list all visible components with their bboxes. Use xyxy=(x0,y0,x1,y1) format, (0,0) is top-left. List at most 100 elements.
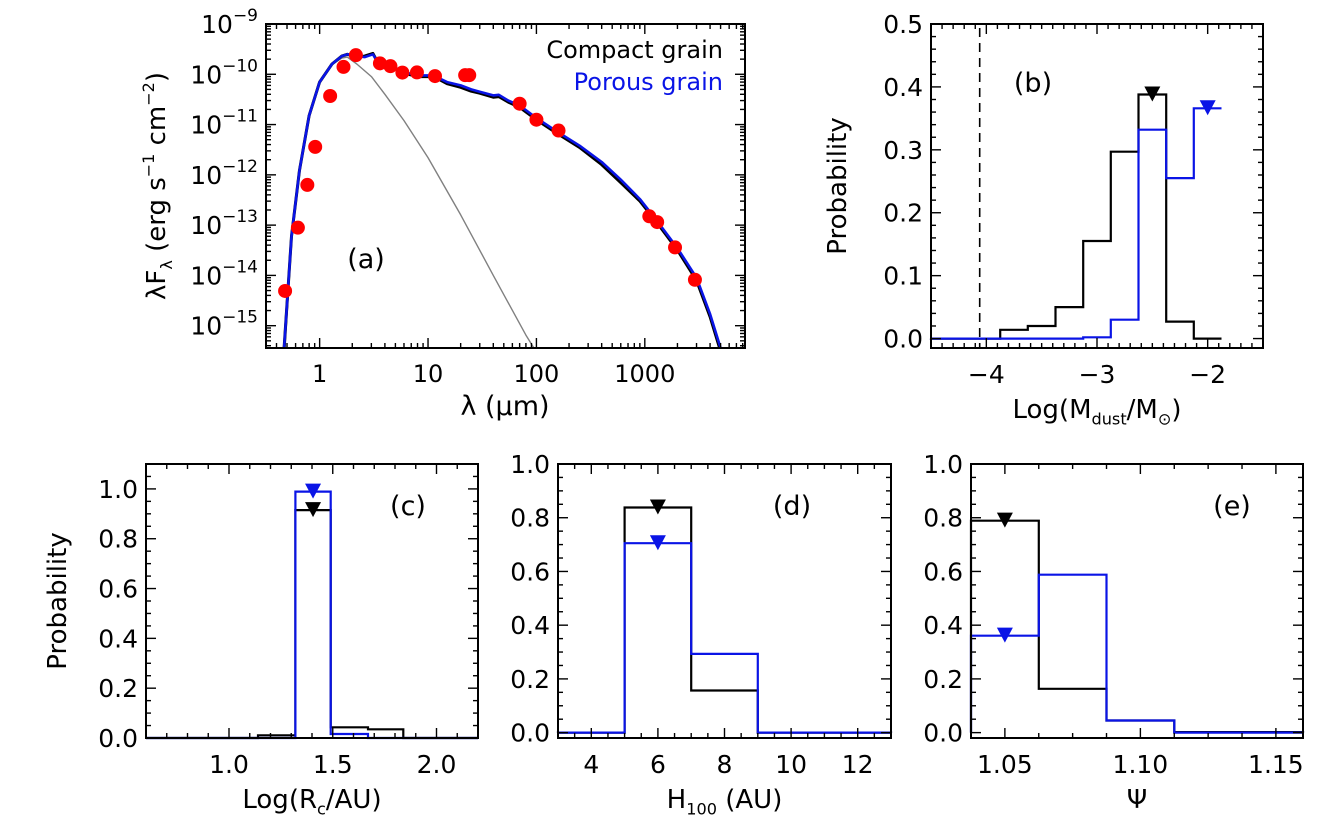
x-tick-label: 1.5 xyxy=(313,750,353,779)
x-tick-label: 6 xyxy=(650,750,666,779)
x-tick-label: 10 xyxy=(775,750,807,779)
legend-entry: Compact grain xyxy=(546,36,723,64)
x-tick-label: 100 xyxy=(514,360,560,388)
y-tick-label: 10−12 xyxy=(190,157,258,190)
panel-label: (b) xyxy=(1014,68,1052,99)
y-axis-label: Probability xyxy=(43,532,73,669)
observed-flux-point xyxy=(308,139,323,154)
y-tick-label: 10−13 xyxy=(190,207,258,240)
y-tick-label: 0.4 xyxy=(510,611,550,640)
x-tick-label: 1.10 xyxy=(1113,750,1169,779)
x-tick-label: 8 xyxy=(717,750,733,779)
best-fit-marker-icon xyxy=(996,512,1013,528)
observed-flux-point xyxy=(348,48,363,63)
y-tick-label: 1.0 xyxy=(510,450,550,479)
histogram-porous-grain xyxy=(146,490,478,740)
y-tick-label: 1.0 xyxy=(98,475,138,504)
y-tick-label: 10−11 xyxy=(190,107,258,140)
observed-flux-point xyxy=(323,88,338,103)
panel-label: (a) xyxy=(347,244,385,275)
x-axis-label: Ψ xyxy=(1127,785,1147,815)
y-tick-label: 0.2 xyxy=(923,665,963,694)
histogram-porous-grain xyxy=(969,573,1305,734)
histogram-porous-grain xyxy=(929,107,1222,340)
y-tick-label: 0.4 xyxy=(98,624,138,653)
sed-model-curve-porous-grain xyxy=(282,52,722,348)
y-tick-label: 0.6 xyxy=(98,575,138,604)
best-fit-marker-icon xyxy=(305,483,322,499)
observed-flux-point xyxy=(529,112,544,127)
observed-flux-point xyxy=(395,65,410,80)
x-tick-label: 4 xyxy=(583,750,599,779)
y-tick-label: 0.0 xyxy=(510,719,550,748)
x-tick-label: 2.0 xyxy=(417,750,457,779)
y-tick-label: 0.0 xyxy=(923,719,963,748)
observed-flux-point xyxy=(383,59,398,74)
x-axis-label: Log(Rc​/AU) xyxy=(242,785,381,819)
histogram-compact-grain xyxy=(556,506,893,734)
best-fit-marker-icon xyxy=(649,499,666,515)
x-axis-label: Log(Mdust​/M⊙​) xyxy=(1012,395,1181,429)
y-axis-label: λFλ (erg s−1 cm−2) xyxy=(139,72,176,300)
best-fit-marker-icon xyxy=(996,627,1013,643)
y-tick-label: 0.8 xyxy=(923,504,963,533)
x-tick-label: 1000 xyxy=(614,360,675,388)
x-axis-label: H100​ (AU) xyxy=(667,785,783,819)
x-tick-label: 1.15 xyxy=(1248,750,1304,779)
x-tick-label: 12 xyxy=(842,750,874,779)
observed-flux-point xyxy=(512,96,527,111)
observed-flux-point xyxy=(409,65,424,80)
observed-flux-point xyxy=(278,283,293,298)
legend-entry: Porous grain xyxy=(574,68,723,96)
x-tick-label: 1.0 xyxy=(209,750,249,779)
x-tick-label: −3 xyxy=(1079,360,1116,389)
x-tick-label: 10 xyxy=(413,360,444,388)
observed-flux-point xyxy=(372,56,387,71)
y-tick-label: 0.2 xyxy=(98,674,138,703)
y-tick-label: 0.6 xyxy=(923,557,963,586)
y-tick-label: 0.2 xyxy=(510,665,550,694)
y-tick-label: 0.1 xyxy=(883,262,923,291)
best-fit-marker-icon xyxy=(1199,100,1216,116)
x-axis-label: λ (μm) xyxy=(460,391,549,422)
y-tick-label: 0.4 xyxy=(923,611,963,640)
y-tick-label: 0.5 xyxy=(883,10,923,39)
y-tick-label: 0.0 xyxy=(883,325,923,354)
observed-flux-point xyxy=(462,68,477,83)
y-tick-label: 10−9 xyxy=(201,6,258,39)
panel-b-dust-mass-histogram: 0.00.10.20.30.40.5−4−3−2Log(Mdust​/M⊙​)P… xyxy=(823,10,1264,429)
y-tick-label: 10−14 xyxy=(190,257,258,290)
y-tick-label: 0.8 xyxy=(98,525,138,554)
observed-flux-point xyxy=(687,272,702,287)
best-fit-marker-icon xyxy=(305,502,322,518)
y-tick-label: 0.8 xyxy=(510,504,550,533)
x-tick-label: −2 xyxy=(1189,360,1226,389)
y-tick-label: 0.3 xyxy=(883,136,923,165)
observed-flux-point xyxy=(668,240,683,255)
panel-label: (e) xyxy=(1213,491,1251,522)
histogram-compact-grain xyxy=(969,519,1305,734)
panel-label: (c) xyxy=(390,491,426,522)
observed-flux-point xyxy=(650,215,665,230)
y-tick-label: 0.6 xyxy=(510,557,550,586)
best-fit-marker-icon xyxy=(1144,86,1161,102)
y-tick-label: 0.0 xyxy=(98,724,138,753)
best-fit-marker-icon xyxy=(649,535,666,551)
observed-flux-point xyxy=(290,220,305,235)
observed-flux-point xyxy=(551,123,566,138)
y-tick-label: 10−15 xyxy=(190,308,258,341)
histogram-porous-grain xyxy=(556,542,893,734)
y-tick-label: 0.2 xyxy=(883,199,923,228)
panel-label: (d) xyxy=(773,491,811,522)
x-tick-label: 1.05 xyxy=(977,750,1033,779)
histogram-compact-grain xyxy=(929,93,1222,340)
y-tick-label: 1.0 xyxy=(923,450,963,479)
y-tick-label: 0.4 xyxy=(883,73,923,102)
x-tick-label: −4 xyxy=(968,360,1005,389)
x-tick-label: 1 xyxy=(312,360,327,388)
observed-flux-point xyxy=(428,69,443,84)
